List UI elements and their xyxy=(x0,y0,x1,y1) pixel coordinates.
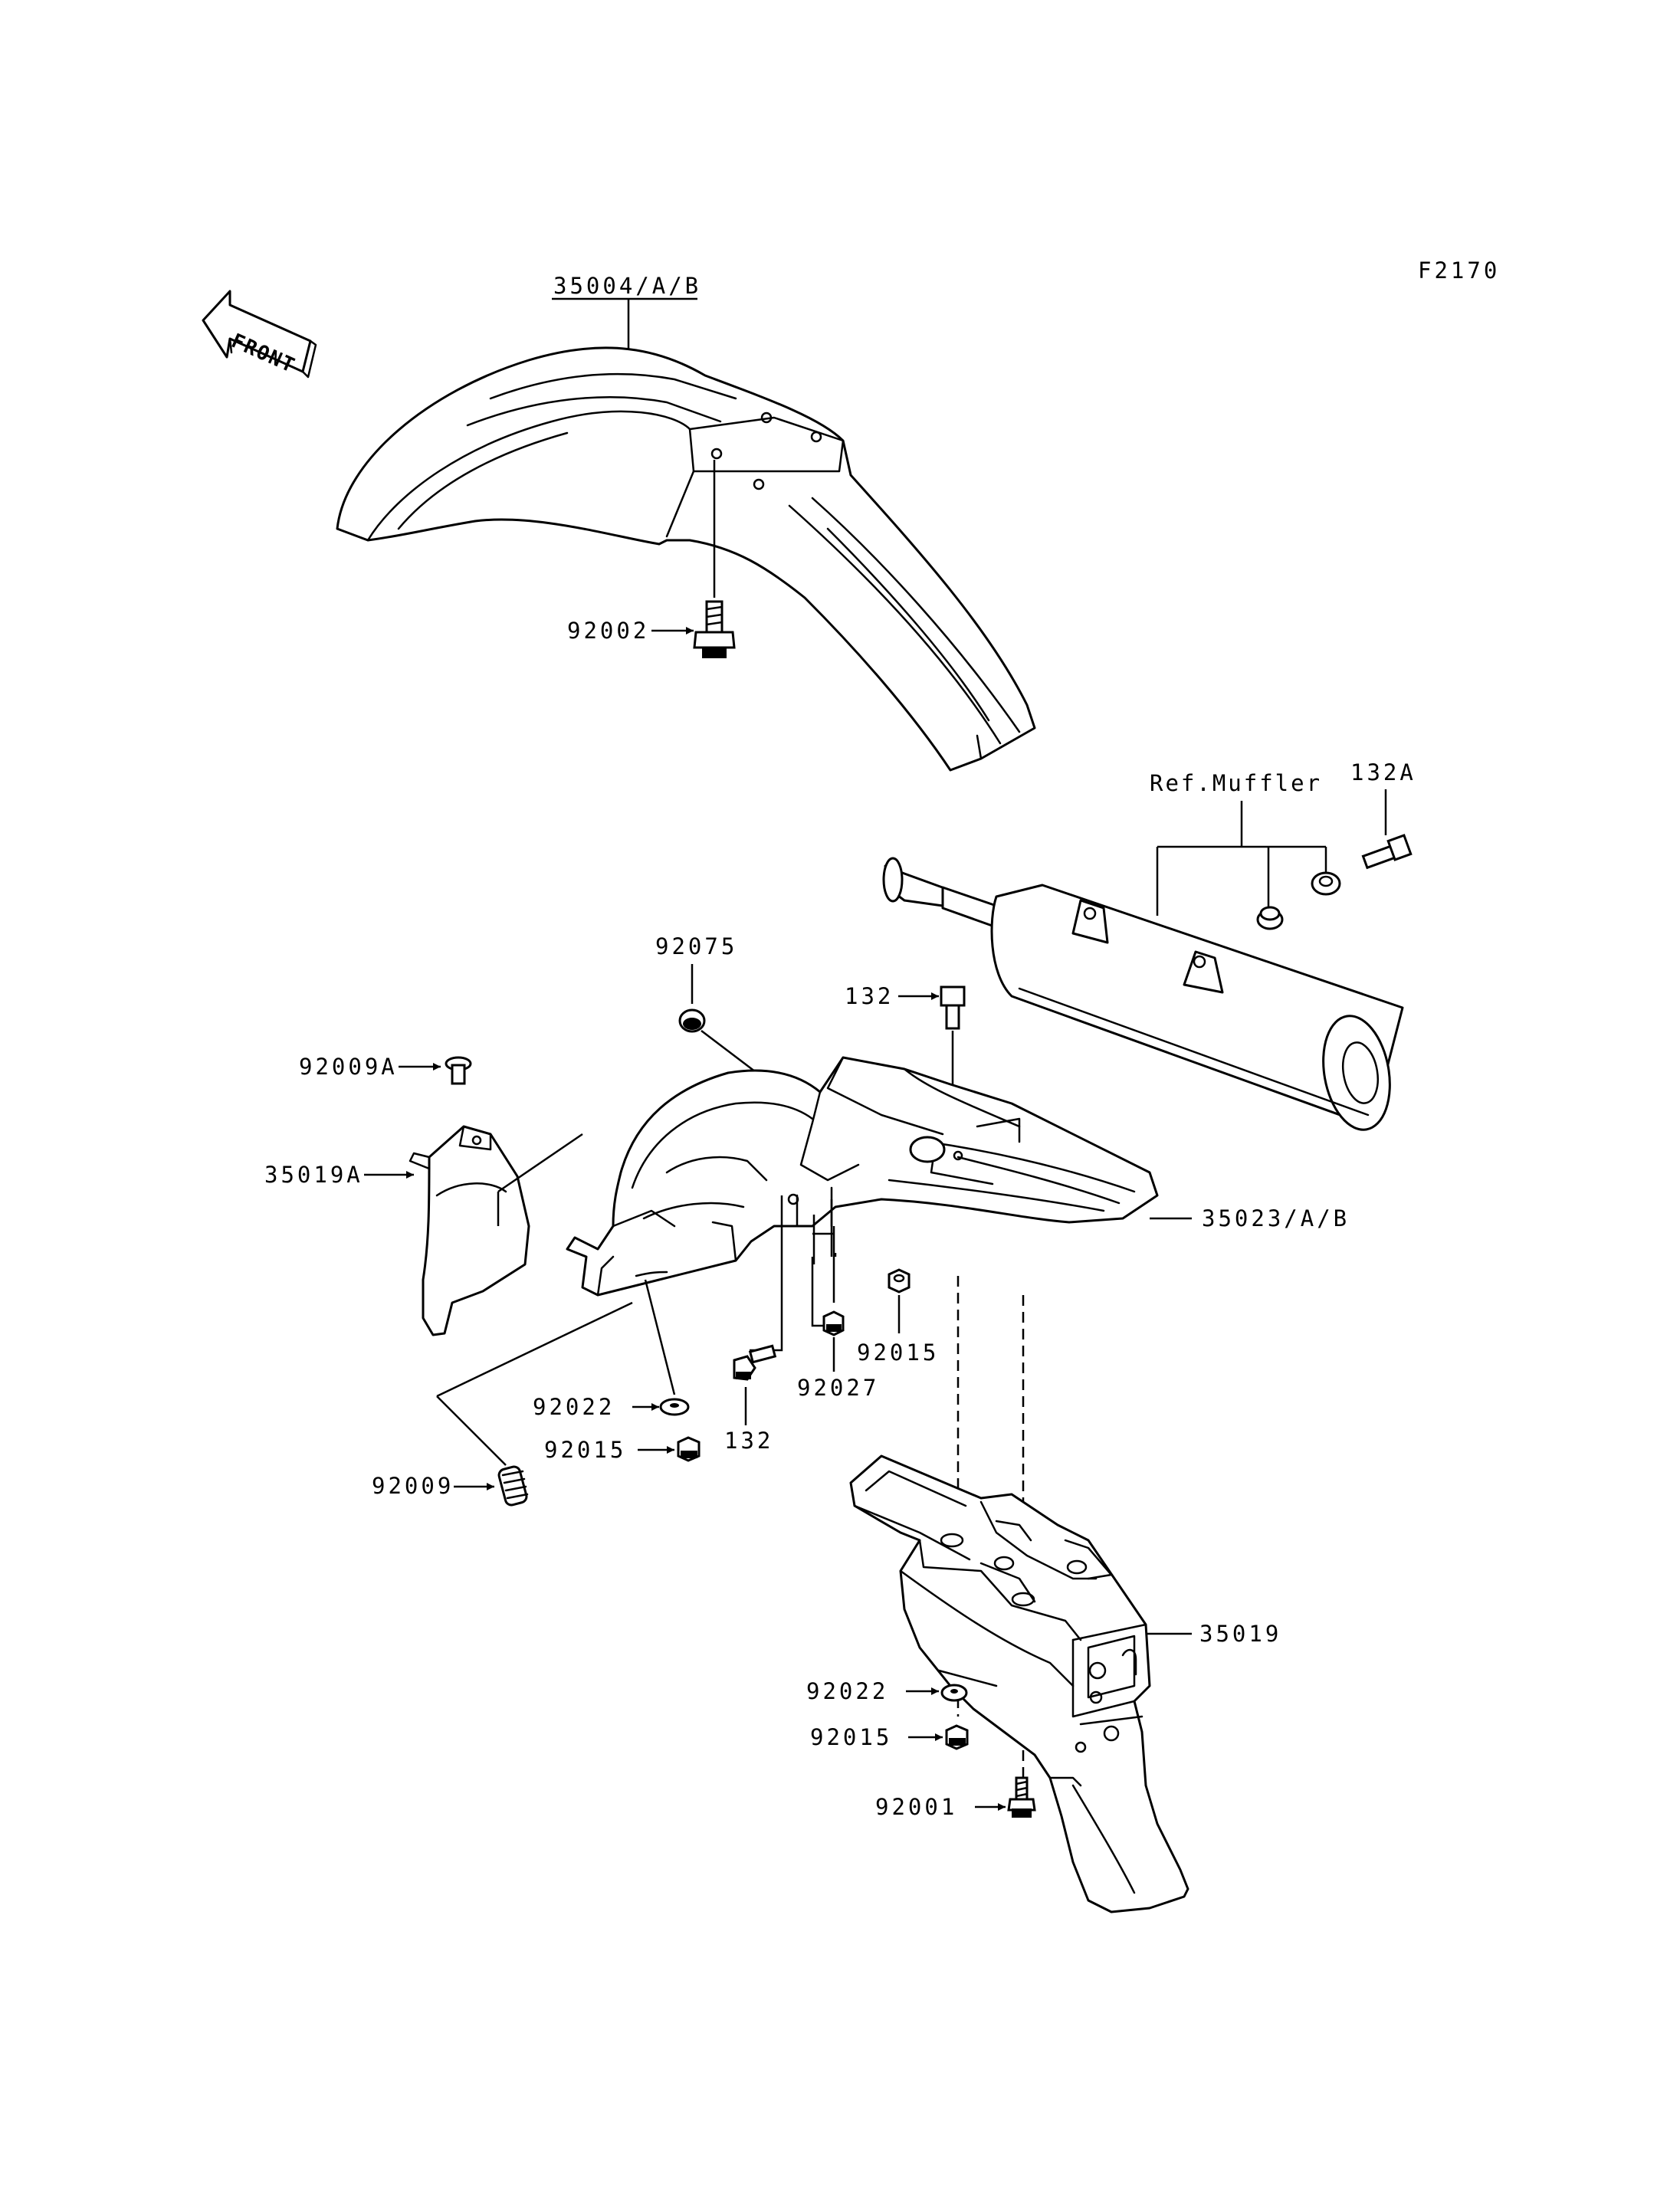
front-fender xyxy=(336,346,1036,772)
bolt-92009a-icon xyxy=(445,1056,472,1085)
rear-flap-35019 xyxy=(849,1454,1189,1913)
callout-front-fender: 35004/A/B xyxy=(553,273,701,299)
muffler xyxy=(882,857,1404,1131)
figure-code: F2170 xyxy=(1418,257,1500,284)
callout-nut-92015-left: 92015 xyxy=(544,1437,626,1463)
callout-bolt-92001: 92001 xyxy=(875,1794,957,1820)
callout-muffler-bolt: 132A xyxy=(1350,759,1416,785)
bolt-92002-icon xyxy=(693,600,736,658)
nut-92015-mid-icon xyxy=(888,1268,911,1294)
nut-92027-icon xyxy=(822,1310,845,1336)
bolt-132a-icon xyxy=(1361,834,1413,870)
muffler-grommet-icon xyxy=(1256,906,1284,930)
callout-ref-muffler: Ref.Muffler xyxy=(1150,770,1322,796)
bolt-132-lower-icon xyxy=(733,1344,777,1381)
screw-92009-icon xyxy=(497,1465,529,1507)
callout-washer-92022-left: 92022 xyxy=(533,1394,615,1420)
callout-bolt-132-lower: 132 xyxy=(724,1428,773,1454)
collar-92075-icon xyxy=(678,1008,706,1033)
callout-flap-35019a: 35019A xyxy=(264,1162,363,1188)
washer-92022-left-icon xyxy=(659,1398,690,1416)
front-arrow-icon: FRONT xyxy=(202,290,317,378)
washer-92022-right-icon xyxy=(940,1684,968,1702)
callout-bolt-132-upper: 132 xyxy=(845,983,894,1009)
callout-nut-92015-right: 92015 xyxy=(810,1724,892,1750)
callout-rear-flap-35019: 35019 xyxy=(1199,1621,1281,1647)
bolt-132-upper-icon xyxy=(940,985,966,1030)
callout-bolt-92009a: 92009A xyxy=(299,1054,398,1080)
nut-92015-right-icon xyxy=(945,1724,969,1750)
callout-nut-92027: 92027 xyxy=(797,1375,879,1401)
callout-nut-92015-mid: 92015 xyxy=(857,1340,939,1366)
rear-fender xyxy=(566,1056,1159,1297)
callout-washer-92022-right: 92022 xyxy=(806,1678,888,1704)
callout-screw-92009: 92009 xyxy=(372,1473,454,1499)
bolt-92001-icon xyxy=(1007,1776,1036,1818)
muffler-collar-icon xyxy=(1311,871,1341,896)
rear-flap-35019a xyxy=(409,1125,530,1336)
callout-front-fender-bolt: 92002 xyxy=(567,618,649,644)
callout-rear-fender: 35023/A/B xyxy=(1202,1205,1350,1231)
nut-92015-left-icon xyxy=(677,1436,701,1462)
callout-collar-92075: 92075 xyxy=(655,933,737,959)
